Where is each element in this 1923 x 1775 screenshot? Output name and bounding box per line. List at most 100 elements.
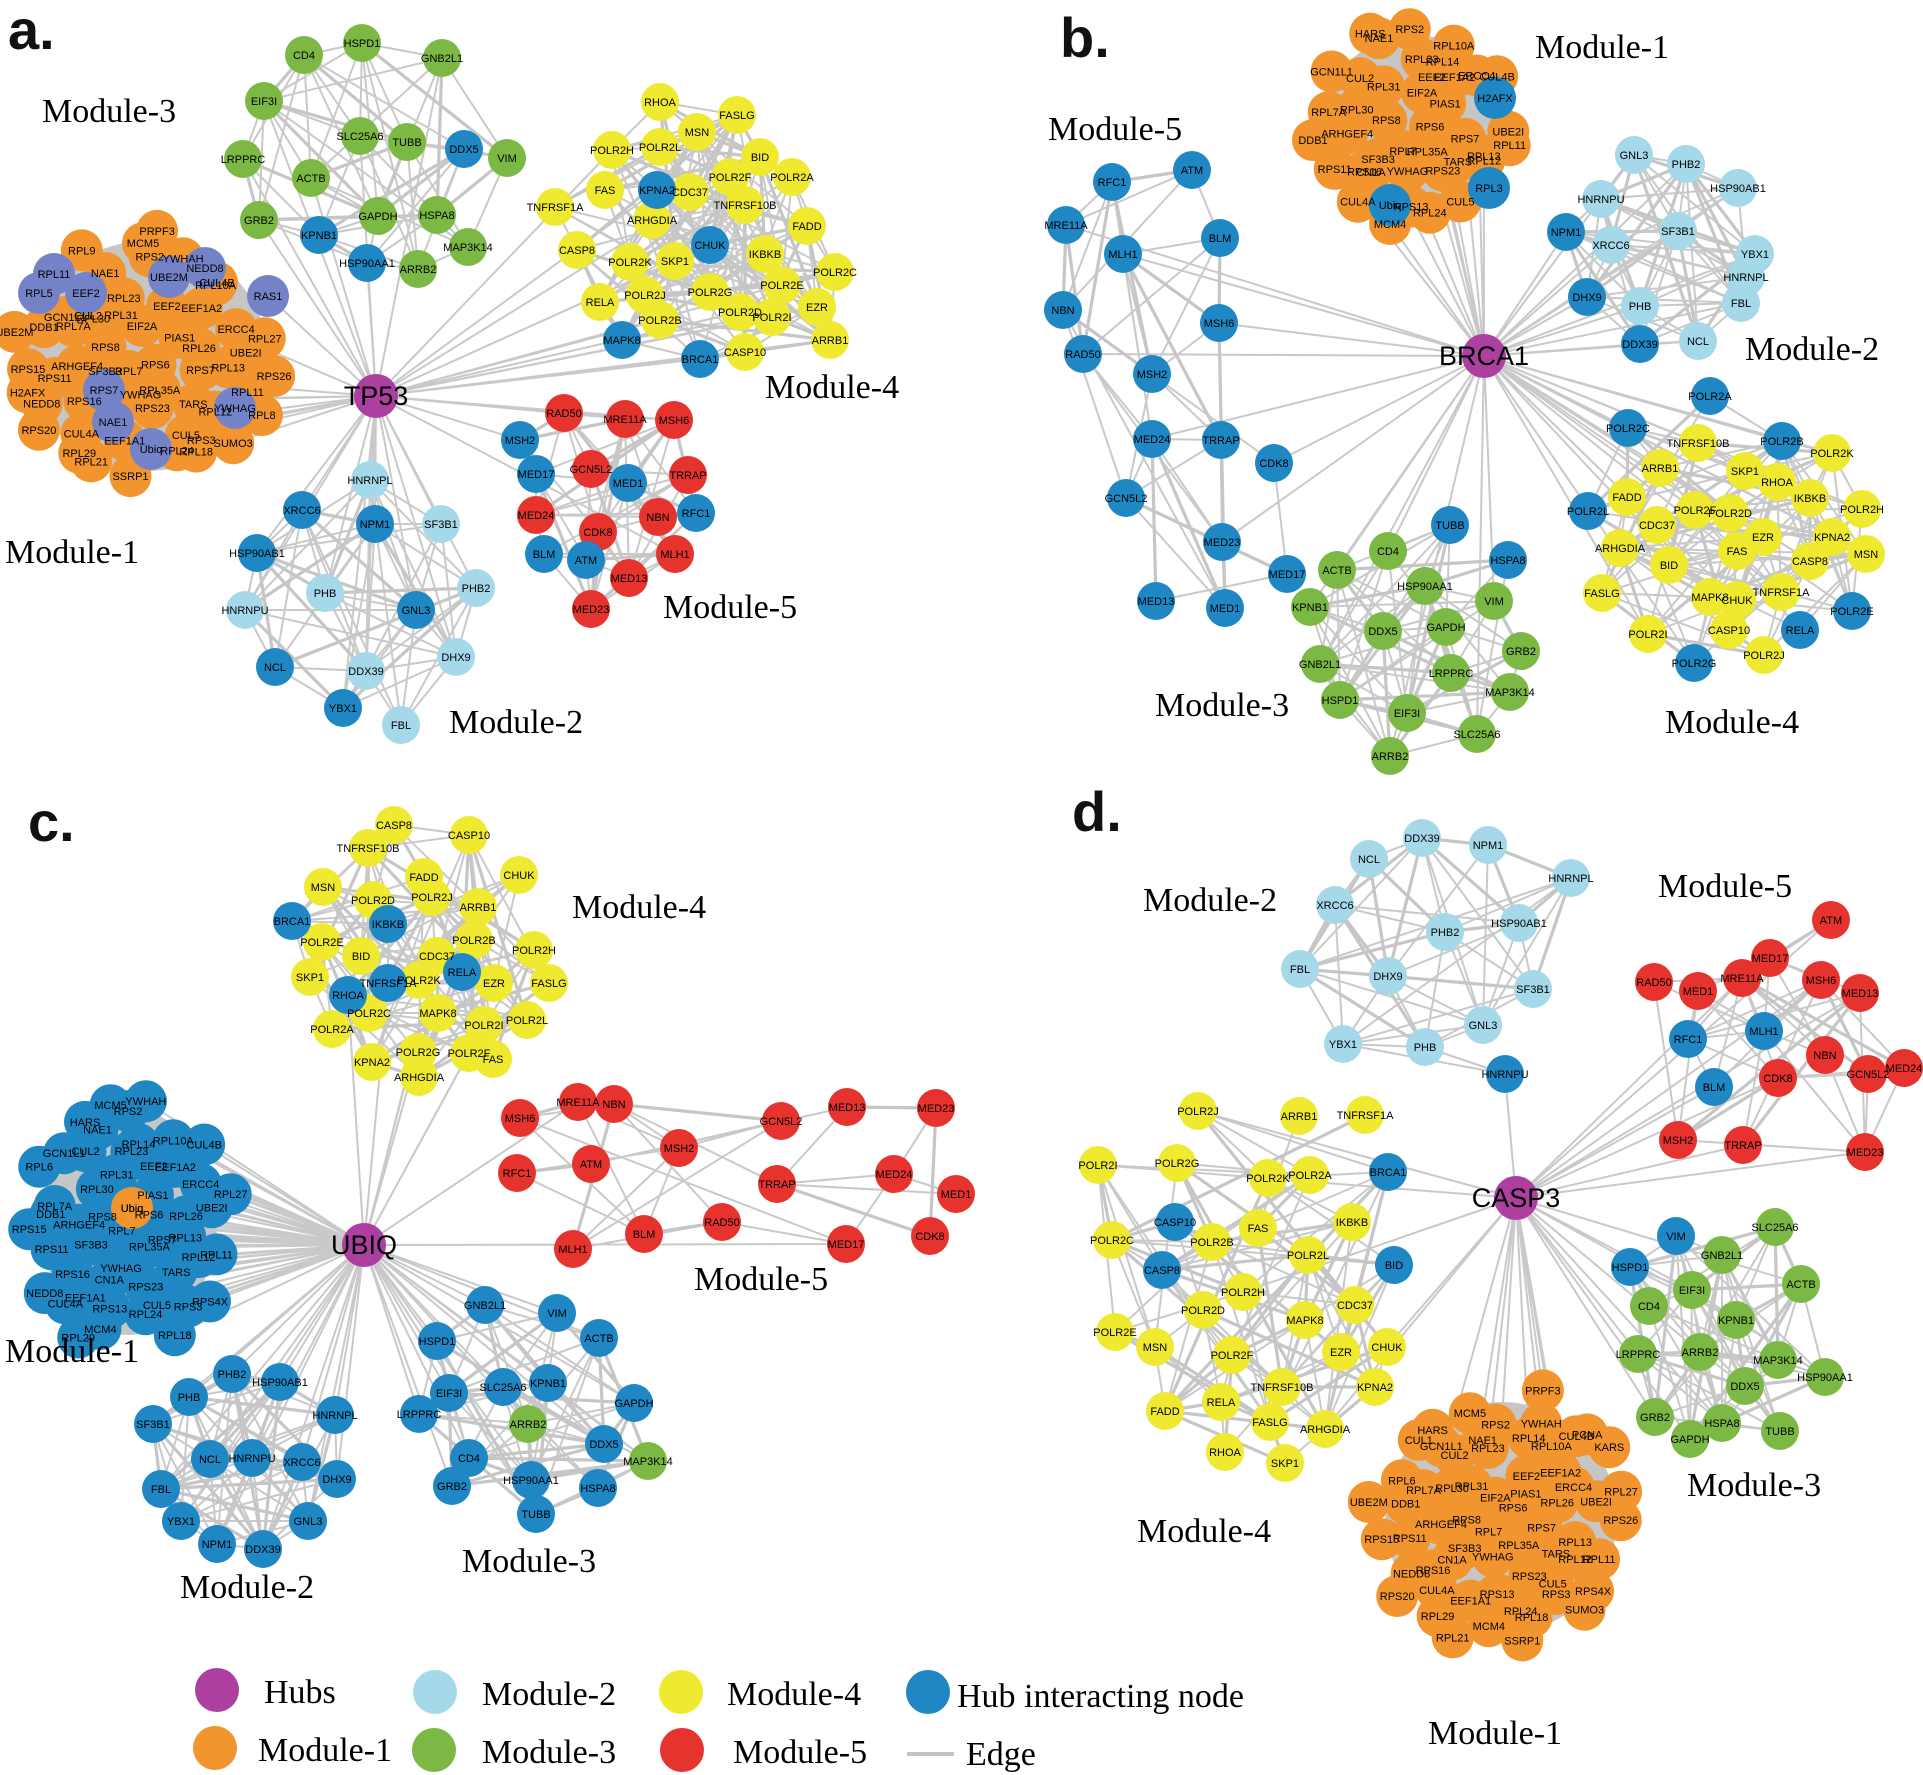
svg-text:MSH2: MSH2 (664, 1143, 695, 1155)
svg-text:GNL3: GNL3 (1620, 150, 1649, 162)
svg-text:RPL24: RPL24 (160, 445, 194, 457)
svg-text:MED24: MED24 (876, 1169, 913, 1181)
svg-text:ARHGEF4: ARHGEF4 (1321, 128, 1373, 140)
svg-text:HSPD1: HSPD1 (344, 38, 381, 50)
svg-text:Module-5: Module-5 (1048, 111, 1182, 148)
svg-text:CDC37: CDC37 (419, 951, 455, 963)
svg-text:ERCC4: ERCC4 (1458, 71, 1495, 83)
svg-text:RPL10A: RPL10A (195, 280, 237, 292)
svg-text:EZR: EZR (483, 978, 505, 990)
svg-text:MLH1: MLH1 (1749, 1026, 1778, 1038)
svg-text:SKP1: SKP1 (296, 972, 324, 984)
svg-text:POLR2K: POLR2K (608, 257, 652, 269)
svg-text:GNL3: GNL3 (1469, 1020, 1498, 1032)
svg-text:ATM: ATM (580, 1159, 602, 1171)
svg-text:MSN: MSN (311, 882, 336, 894)
svg-text:CN1A: CN1A (1437, 1555, 1467, 1567)
svg-text:SF3B3: SF3B3 (1361, 154, 1395, 166)
svg-text:MCM5: MCM5 (1454, 1408, 1486, 1420)
svg-text:YWHAG: YWHAG (1472, 1551, 1514, 1563)
svg-text:POLR2A: POLR2A (1288, 1170, 1332, 1182)
svg-text:RPS7: RPS7 (148, 1234, 177, 1246)
svg-text:POLR2E: POLR2E (760, 280, 803, 292)
svg-text:RPS6: RPS6 (1416, 121, 1445, 133)
svg-text:ARRB2: ARRB2 (400, 264, 437, 276)
svg-text:YWHAH: YWHAH (1521, 1419, 1562, 1431)
svg-text:HSPD1: HSPD1 (419, 1336, 456, 1348)
svg-text:RPL6: RPL6 (25, 1162, 53, 1174)
svg-text:BRCA1: BRCA1 (1439, 341, 1529, 371)
svg-text:ERCC4: ERCC4 (182, 1179, 219, 1191)
svg-text:RPL29: RPL29 (1421, 1611, 1455, 1623)
svg-text:RPS23: RPS23 (128, 1282, 163, 1294)
svg-text:CDC37: CDC37 (1639, 520, 1675, 532)
svg-text:PHB2: PHB2 (1431, 927, 1460, 939)
svg-text:FADD: FADD (792, 221, 821, 233)
svg-text:RPL30: RPL30 (80, 1184, 114, 1196)
svg-text:RPS4X: RPS4X (192, 1297, 229, 1309)
svg-text:HNRNPL: HNRNPL (347, 475, 392, 487)
svg-text:Ubiq: Ubiq (121, 1203, 144, 1215)
svg-text:PHB: PHB (1414, 1042, 1437, 1054)
svg-text:EIF2A: EIF2A (1407, 87, 1438, 99)
svg-text:RAD50: RAD50 (546, 408, 581, 420)
svg-text:RPS7: RPS7 (1527, 1522, 1556, 1534)
svg-text:CHUK: CHUK (503, 870, 535, 882)
svg-text:RPL5: RPL5 (25, 288, 53, 300)
svg-text:NBN: NBN (1051, 305, 1074, 317)
svg-text:POLR2A: POLR2A (310, 1024, 354, 1036)
svg-text:KARS: KARS (1594, 1442, 1624, 1454)
svg-text:DDB1: DDB1 (1298, 135, 1327, 147)
svg-text:RPS8: RPS8 (88, 1211, 117, 1223)
svg-text:POLR2K: POLR2K (1810, 448, 1854, 460)
svg-text:Module-2: Module-2 (1143, 882, 1277, 919)
svg-text:KPNB1: KPNB1 (530, 1378, 566, 1390)
svg-text:MED24: MED24 (518, 510, 555, 522)
svg-text:EEF2: EEF2 (1418, 72, 1446, 84)
svg-text:POLR2E: POLR2E (1093, 1327, 1136, 1339)
svg-text:SLC25A6: SLC25A6 (336, 131, 383, 143)
svg-text:RPL24: RPL24 (1504, 1606, 1538, 1618)
svg-text:HSP90AA1: HSP90AA1 (339, 258, 395, 270)
svg-text:RPL13: RPL13 (1467, 151, 1501, 163)
svg-text:TARS: TARS (162, 1267, 191, 1279)
svg-text:RHOA: RHOA (1209, 1447, 1241, 1459)
svg-text:FASLG: FASLG (531, 978, 566, 990)
svg-text:Module-2: Module-2 (482, 1676, 616, 1713)
svg-text:MSN: MSN (1143, 1342, 1168, 1354)
svg-text:HARS: HARS (1355, 29, 1386, 41)
svg-text:d.: d. (1072, 780, 1122, 843)
svg-text:GCN1L1: GCN1L1 (43, 1148, 86, 1160)
svg-text:NBN: NBN (1813, 1050, 1836, 1062)
svg-text:DHX9: DHX9 (322, 1474, 351, 1486)
svg-text:RPL6: RPL6 (1388, 1475, 1416, 1487)
svg-text:RPL7: RPL7 (1475, 1527, 1503, 1539)
svg-text:MCM4: MCM4 (1374, 219, 1406, 231)
svg-text:POLR2I: POLR2I (752, 312, 791, 324)
svg-text:FADD: FADD (409, 872, 438, 884)
svg-text:EEF1A2: EEF1A2 (1434, 72, 1475, 84)
svg-text:RAD50: RAD50 (1065, 349, 1100, 361)
svg-text:CDK8: CDK8 (915, 1231, 944, 1243)
svg-text:Module-4: Module-4 (727, 1676, 861, 1713)
svg-text:RPL21: RPL21 (74, 456, 108, 468)
svg-text:RPL30: RPL30 (1340, 104, 1374, 116)
svg-text:RPL18: RPL18 (179, 447, 213, 459)
svg-text:TNFRSF10B: TNFRSF10B (1667, 438, 1730, 450)
svg-text:RPS2: RPS2 (1395, 24, 1424, 36)
svg-text:HARS: HARS (1417, 1425, 1448, 1437)
svg-text:Hub interacting node: Hub interacting node (957, 1678, 1244, 1715)
svg-text:RPL27: RPL27 (248, 333, 282, 345)
svg-text:RPL11: RPL11 (1493, 140, 1526, 152)
svg-text:RPL9: RPL9 (68, 245, 96, 257)
svg-text:EEF1A1: EEF1A1 (104, 435, 145, 447)
svg-text:UBE2I: UBE2I (230, 348, 262, 360)
svg-text:RPS3: RPS3 (174, 1301, 203, 1313)
svg-text:GRB2: GRB2 (1506, 646, 1536, 658)
svg-text:UBE2I: UBE2I (1492, 127, 1524, 139)
svg-text:ARHGDIA: ARHGDIA (1300, 1424, 1351, 1436)
svg-text:ARHGEF4: ARHGEF4 (53, 1220, 105, 1232)
svg-text:RPS13: RPS13 (1480, 1589, 1515, 1601)
svg-text:Ubiq: Ubiq (1379, 200, 1402, 212)
svg-text:RPL31: RPL31 (104, 310, 138, 322)
